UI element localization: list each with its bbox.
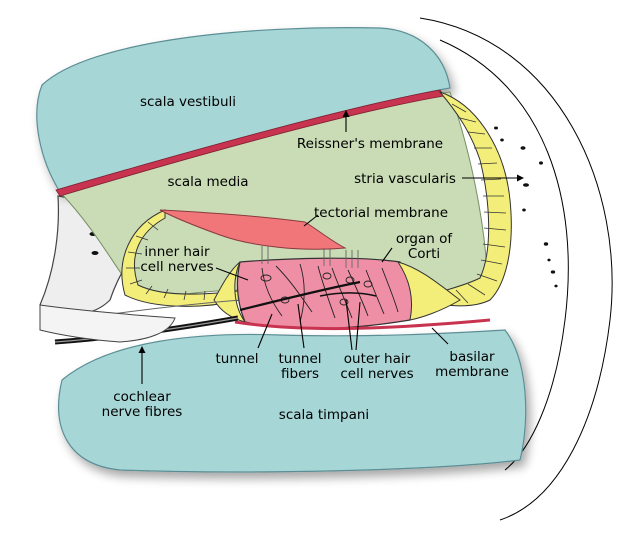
tectorial-membrane-shape bbox=[159, 209, 347, 250]
label-scala-vestibuli: scala vestibuli bbox=[140, 94, 236, 110]
label-organ-of-corti-line1: organ of bbox=[396, 231, 454, 247]
label-scala-media: scala media bbox=[167, 174, 248, 190]
label-outer-hair-line1: outer hair bbox=[344, 351, 411, 367]
label-tunnel: tunnel bbox=[215, 351, 258, 367]
outer-bony-wall bbox=[419, 17, 613, 521]
bone-dots bbox=[494, 126, 558, 288]
outer-hair-nerve-strand bbox=[319, 292, 377, 297]
label-outer-hair-cell-nerves: outer hair cell nerves bbox=[340, 351, 413, 382]
hair-cell-stereocilia bbox=[261, 246, 359, 268]
label-basilar-membrane: basilar membrane bbox=[435, 349, 509, 380]
inner-supporting-cells bbox=[213, 261, 247, 323]
label-scala-timpani: scala timpani bbox=[279, 407, 369, 423]
organ-of-corti-shape bbox=[236, 257, 413, 330]
leader-lines bbox=[138, 110, 524, 384]
label-tunnel-fibers: tunnel fibers bbox=[278, 351, 321, 382]
scala-vestibuli-region bbox=[36, 27, 451, 193]
label-tectorial-membrane: tectorial membrane bbox=[314, 205, 448, 221]
label-cochlear-line1: cochlear bbox=[113, 389, 171, 405]
label-organ-of-corti: organ of Corti bbox=[396, 231, 454, 262]
label-tunnel-fibers-line1: tunnel bbox=[278, 351, 321, 367]
basilar-membrane-strip bbox=[234, 318, 491, 331]
inner-bony-wall bbox=[439, 39, 569, 471]
label-inner-hair-line2: cell nerves bbox=[140, 259, 213, 275]
label-stria-vascularis: stria vascularis bbox=[354, 171, 456, 187]
label-basilar-line1: basilar bbox=[449, 349, 495, 365]
outer-supporting-cells bbox=[396, 261, 461, 321]
scala-timpani-region bbox=[58, 329, 527, 473]
label-inner-hair-line1: inner hair bbox=[144, 244, 210, 260]
label-outer-hair-line2: cell nerves bbox=[340, 366, 413, 382]
label-organ-of-corti-line2: Corti bbox=[408, 246, 440, 262]
label-cochlear-nerve-fibres: cochlear nerve fibres bbox=[102, 389, 183, 420]
label-basilar-line2: membrane bbox=[435, 364, 509, 380]
label-reissners-membrane: Reissner's membrane bbox=[297, 136, 443, 152]
label-inner-hair-cell-nerves: inner hair cell nerves bbox=[140, 244, 213, 275]
label-tunnel-fibers-line2: fibers bbox=[281, 366, 319, 382]
label-cochlear-line2: nerve fibres bbox=[102, 404, 183, 420]
osseous-spiral-lamina bbox=[39, 304, 176, 343]
tunnel-fiber-strand bbox=[239, 280, 361, 312]
stria-cell-lines bbox=[451, 103, 507, 304]
